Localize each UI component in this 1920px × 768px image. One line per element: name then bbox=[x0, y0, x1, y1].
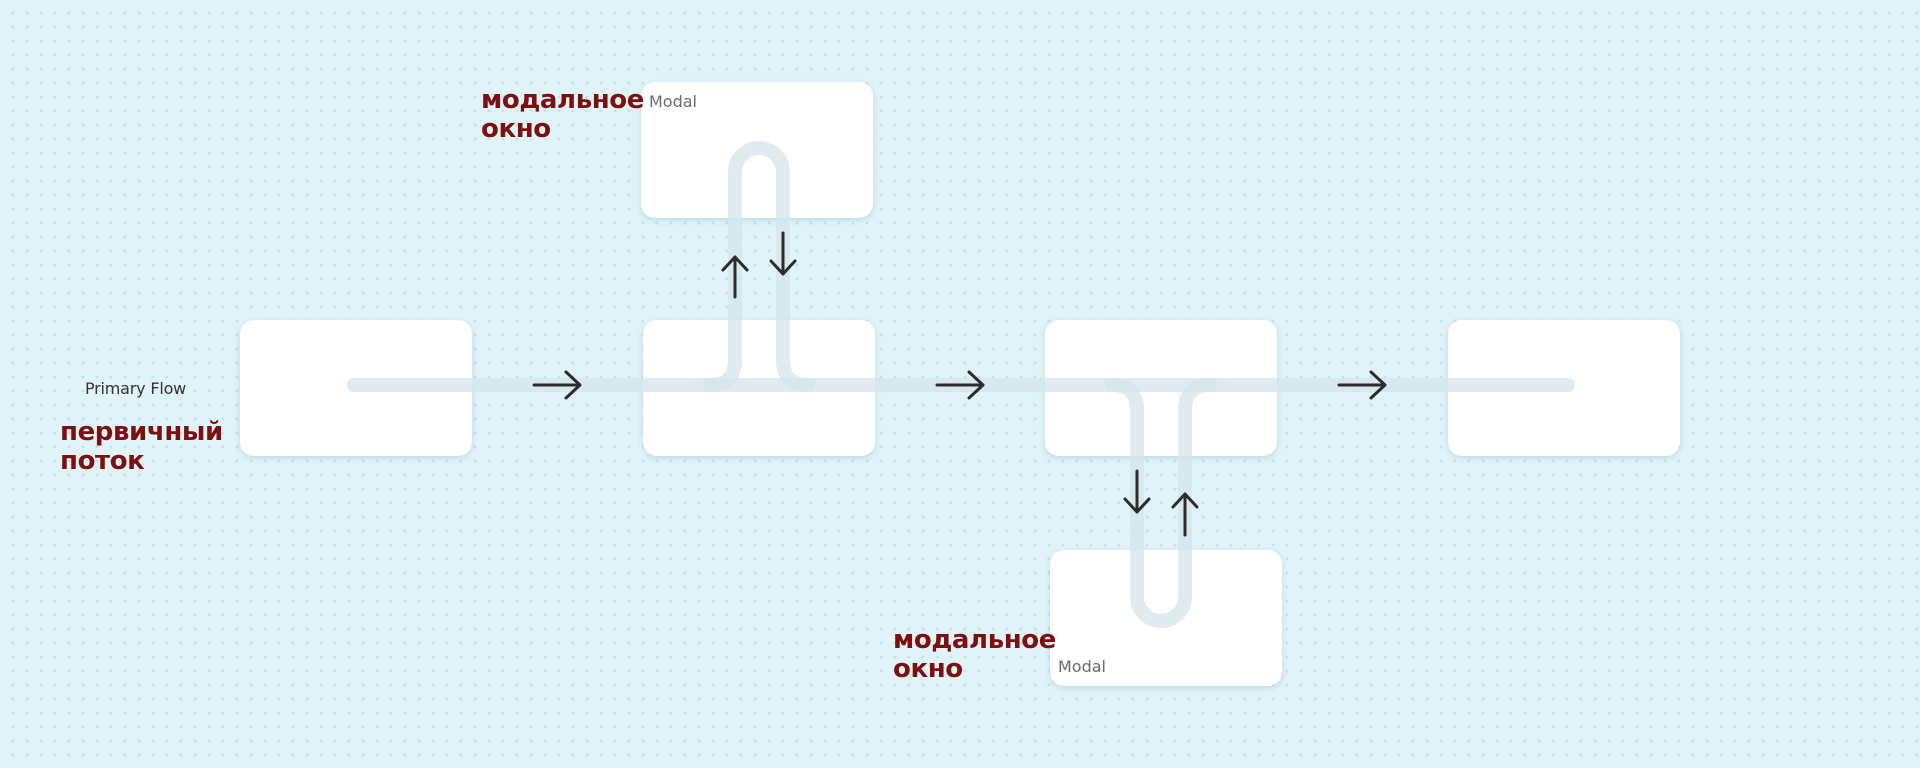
right-arrow-icon bbox=[1337, 370, 1387, 400]
modal-top-annotation: модальное окно bbox=[481, 86, 644, 144]
up-arrow-icon bbox=[1171, 492, 1199, 537]
primary-flow-annotation: первичный поток bbox=[60, 418, 223, 476]
right-arrow-icon bbox=[935, 370, 985, 400]
primary-flow-annotation-line-1: первичный bbox=[60, 417, 223, 447]
primary-flow-step-4-card bbox=[1448, 320, 1680, 456]
modal-bottom-annotation: модальное окно bbox=[893, 626, 1056, 684]
primary-flow-annotation-line-2: поток bbox=[60, 446, 145, 476]
connector-lines bbox=[347, 141, 1575, 628]
down-arrow-icon bbox=[1123, 469, 1151, 514]
modal-top-caption: Modal bbox=[649, 92, 697, 111]
primary-flow-label: Primary Flow bbox=[85, 379, 187, 398]
down-arrow-icon bbox=[769, 231, 797, 276]
up-arrow-icon bbox=[721, 255, 749, 299]
modal-bottom-caption: Modal bbox=[1058, 657, 1106, 676]
primary-flow-step-1-card bbox=[240, 320, 472, 456]
primary-flow-step-3-card bbox=[1045, 320, 1277, 456]
right-arrow-icon bbox=[532, 370, 582, 400]
modal-bottom-annotation-line-2: окно bbox=[893, 654, 963, 684]
primary-flow-step-2-card bbox=[643, 320, 875, 456]
modal-top-annotation-line-1: модальное bbox=[481, 85, 645, 115]
modal-top-annotation-line-2: окно bbox=[481, 114, 551, 144]
modal-bottom-annotation-line-1: модальное bbox=[893, 625, 1057, 655]
